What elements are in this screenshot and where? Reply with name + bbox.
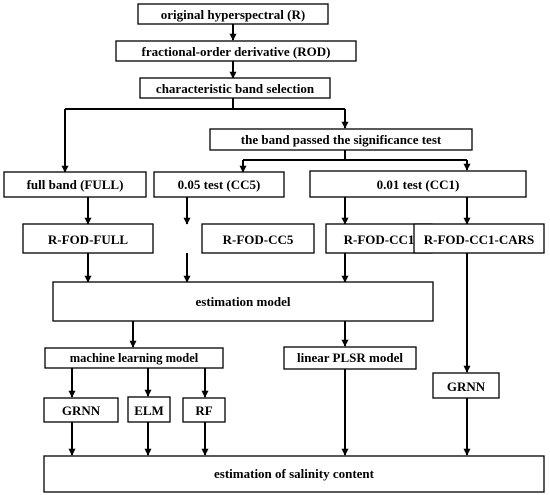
node-box: [52, 281, 434, 322]
node-characteristic-band-selection: characteristic band selection: [139, 77, 331, 99]
node-box: [182, 397, 226, 423]
node-label: characteristic band selection: [156, 81, 315, 96]
node-box: [115, 40, 357, 62]
node-elm: ELM: [127, 396, 171, 423]
node-linear-plsr-model: linear PLSR model: [283, 346, 417, 370]
node-label: estimation model: [196, 294, 291, 309]
node-box: [137, 3, 329, 25]
node-box: [3, 171, 147, 198]
node-box: [209, 128, 473, 151]
node-label: machine learning model: [70, 351, 199, 365]
node-grnn-right: GRNN: [432, 372, 500, 399]
node-box: [309, 170, 527, 198]
node-box: [22, 223, 154, 254]
node-box: [43, 397, 119, 423]
node-rf: RF: [182, 397, 226, 423]
node-full-band: full band (FULL): [3, 171, 147, 198]
node-box: [413, 223, 545, 254]
node-label: R-FOD-FULL: [48, 232, 128, 247]
node-label: GRNN: [447, 379, 486, 394]
node-fractional-order-derivative: fractional-order derivative (ROD): [115, 40, 357, 62]
node-box: [139, 77, 331, 99]
node-box: [44, 347, 224, 369]
node-label: RF: [195, 403, 212, 418]
node-machine-learning-model: machine learning model: [44, 347, 224, 369]
node-label: 0.05 test (CC5): [178, 177, 261, 192]
node-label: 0.01 test (CC1): [377, 177, 460, 192]
node-label: GRNN: [62, 403, 101, 418]
node-box: [43, 455, 545, 493]
node-label: full band (FULL): [27, 177, 124, 192]
node-original-hyperspectral: original hyperspectral (R): [137, 3, 329, 25]
node-label: the band passed the significance test: [241, 132, 442, 147]
node-test-005: 0.05 test (CC5): [153, 171, 285, 198]
node-estimation-model: estimation model: [52, 281, 434, 322]
node-label: R-FOD-CC1-CARS: [424, 232, 535, 247]
node-label: R-FOD-CC5: [223, 232, 294, 247]
node-r-fod-full: R-FOD-FULL: [22, 223, 154, 254]
node-label: original hyperspectral (R): [161, 7, 305, 22]
node-label: R-FOD-CC1: [344, 232, 415, 247]
node-grnn-left: GRNN: [43, 397, 119, 423]
node-r-fod-cc1-cars: R-FOD-CC1-CARS: [413, 223, 545, 254]
node-box: [201, 223, 315, 254]
node-label: ELM: [134, 403, 164, 418]
node-box: [153, 171, 285, 198]
node-box: [432, 372, 500, 399]
node-r-fod-cc5: R-FOD-CC5: [201, 223, 315, 254]
node-box: [283, 346, 417, 370]
node-label: fractional-order derivative (ROD): [142, 44, 331, 59]
node-estimation-of-salinity-content: estimation of salinity content: [43, 455, 545, 493]
node-label: linear PLSR model: [297, 350, 403, 365]
node-box: [127, 396, 171, 423]
node-label: estimation of salinity content: [214, 466, 375, 481]
node-significance-test: the band passed the significance test: [209, 128, 473, 151]
node-test-001: 0.01 test (CC1): [309, 170, 527, 198]
connectors: [61, 24, 471, 456]
